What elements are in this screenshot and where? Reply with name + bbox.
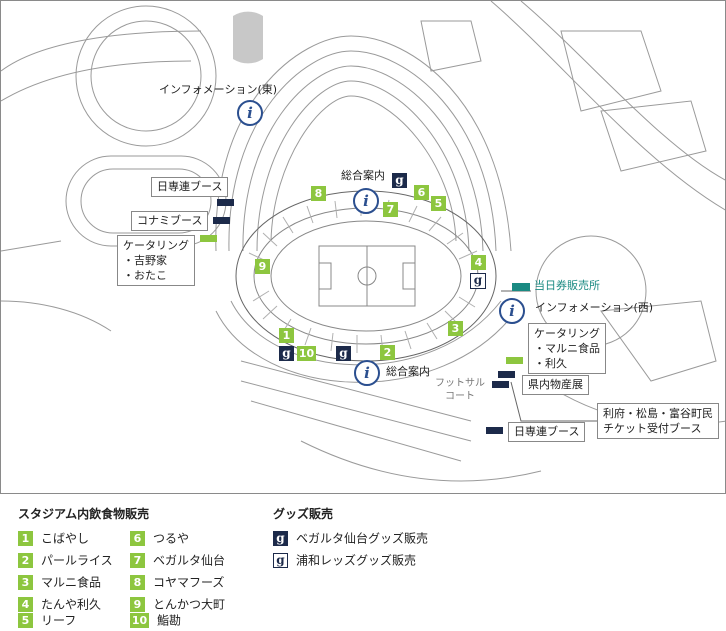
goods-legend-name: 浦和レッズグッズ販売	[296, 553, 417, 568]
stall-marker-5[interactable]: 5	[431, 196, 446, 211]
vegalta-goods-marker-south-2[interactable]: g	[336, 346, 351, 361]
futsal-court-line-2: コート	[445, 391, 475, 402]
catering-west-marker	[506, 357, 523, 364]
stall-marker-4[interactable]: 4	[471, 255, 486, 270]
catering-east-label: ケータリング ・吉野家 ・おたこ	[117, 235, 195, 286]
food-legend-name: ベガルタ仙台	[153, 553, 226, 568]
food-legend-item-1: 1 こばやし	[18, 530, 89, 547]
food-legend-name: マルニ食品	[41, 575, 102, 590]
food-legend-name: リーフ	[41, 613, 77, 628]
food-legend-num: 8	[130, 575, 145, 590]
food-legend-num: 5	[18, 613, 33, 628]
food-legend-num: 2	[18, 553, 33, 568]
food-legend-num: 3	[18, 575, 33, 590]
catering-west-title: ケータリング	[534, 327, 600, 340]
food-legend-num: 10	[130, 613, 149, 628]
info-east-label: インフォメーション(東)	[159, 83, 278, 96]
food-legend-item-3: 3 マルニ食品	[18, 574, 101, 591]
vegalta-goods-icon: g	[273, 531, 288, 546]
prefectural-expo-marker-2	[492, 381, 509, 388]
stall-marker-9[interactable]: 9	[255, 259, 270, 274]
nissenren-booth-north-label: 日専連ブース	[151, 177, 229, 197]
food-legend-item-9: 9 とんかつ大町	[130, 596, 225, 613]
catering-west-label: ケータリング ・マルニ食品 ・利久	[528, 323, 606, 374]
catering-west-item-2: ・利久	[534, 357, 567, 370]
stall-marker-7[interactable]: 7	[383, 202, 398, 217]
konami-booth-marker	[213, 217, 230, 224]
food-legend-name: つるや	[153, 531, 190, 546]
food-legend-title: スタジアム内飲食物販売	[18, 507, 150, 521]
futsal-court-label: フットサル コート	[435, 377, 485, 403]
urawa-goods-icon: g	[273, 553, 288, 568]
vegalta-goods-marker-south-1[interactable]: g	[279, 346, 294, 361]
main-info-north-icon[interactable]: i	[353, 188, 379, 214]
prefectural-expo-label: 県内物産展	[522, 375, 589, 395]
main-info-north-label: 総合案内	[341, 169, 385, 182]
goods-legend-item-vegalta: g ベガルタ仙台グッズ販売	[273, 530, 428, 547]
info-east-icon[interactable]: i	[237, 100, 263, 126]
food-legend-name: コヤマフーズ	[153, 575, 225, 590]
food-legend-num: 9	[130, 597, 145, 612]
catering-east-marker	[200, 235, 217, 242]
food-legend-num: 6	[130, 531, 145, 546]
ticket-booth-line-2: チケット受付ブース	[603, 422, 702, 435]
food-legend-name: こばやし	[41, 531, 90, 546]
vegalta-goods-marker-north[interactable]: g	[392, 173, 407, 188]
info-west-icon[interactable]: i	[499, 298, 525, 324]
ticket-booth-line-1: 利府・松島・富谷町民	[603, 407, 713, 420]
food-legend-item-2: 2 パールライス	[18, 552, 113, 569]
food-legend-item-8: 8 コヤマフーズ	[130, 574, 224, 591]
goods-legend-name: ベガルタ仙台グッズ販売	[296, 531, 429, 546]
food-legend-num: 7	[130, 553, 145, 568]
ticket-booth-label: 利府・松島・富谷町民 チケット受付ブース	[597, 403, 719, 439]
futsal-court-line-1: フットサル	[435, 378, 485, 389]
goods-legend-title: グッズ販売	[273, 507, 334, 521]
nissenren-booth-south-label: 日専連ブース	[508, 422, 586, 442]
stadium-map: インフォメーション(東) i 総合案内 i g 8 6 7 5 日専連ブース コ…	[0, 0, 726, 494]
food-legend-item-7: 7 ベガルタ仙台	[130, 552, 225, 569]
food-legend-item-10: 10 鮨勘	[130, 612, 181, 629]
food-legend-item-4: 4 たんや利久	[18, 596, 101, 613]
stall-marker-6[interactable]: 6	[414, 185, 429, 200]
food-legend-name: パールライス	[41, 553, 113, 568]
catering-east-item-2: ・おたこ	[123, 269, 167, 282]
catering-west-item-1: ・マルニ食品	[534, 342, 600, 355]
nissenren-booth-north-marker	[217, 199, 234, 206]
same-day-tickets-label: 当日券販売所	[534, 279, 600, 292]
food-legend-item-5: 5 リーフ	[18, 612, 76, 629]
main-info-south-icon[interactable]: i	[354, 360, 380, 386]
food-legend-item-6: 6 つるや	[130, 530, 189, 547]
goods-legend-item-urawa: g 浦和レッズグッズ販売	[273, 552, 416, 569]
food-legend-name: とんかつ大町	[153, 597, 226, 612]
urawa-goods-marker[interactable]: g	[470, 273, 486, 289]
nissenren-booth-south-marker	[486, 427, 503, 434]
stall-marker-2[interactable]: 2	[380, 345, 395, 360]
main-info-south-label: 総合案内	[386, 365, 430, 378]
stall-marker-8[interactable]: 8	[311, 186, 326, 201]
food-legend-name: たんや利久	[41, 597, 102, 612]
info-west-label: インフォメーション(西)	[535, 301, 654, 314]
catering-east-title: ケータリング	[123, 239, 189, 252]
food-legend-num: 1	[18, 531, 33, 546]
food-legend-name: 鮨勘	[157, 613, 182, 628]
konami-booth-label: コナミブース	[131, 211, 209, 231]
catering-east-item-1: ・吉野家	[123, 254, 167, 267]
stall-marker-3[interactable]: 3	[448, 321, 463, 336]
stall-marker-10[interactable]: 10	[297, 346, 316, 361]
same-day-tickets-marker	[512, 283, 530, 291]
stall-marker-1[interactable]: 1	[279, 328, 294, 343]
food-legend-num: 4	[18, 597, 33, 612]
prefectural-expo-marker-1	[498, 371, 515, 378]
